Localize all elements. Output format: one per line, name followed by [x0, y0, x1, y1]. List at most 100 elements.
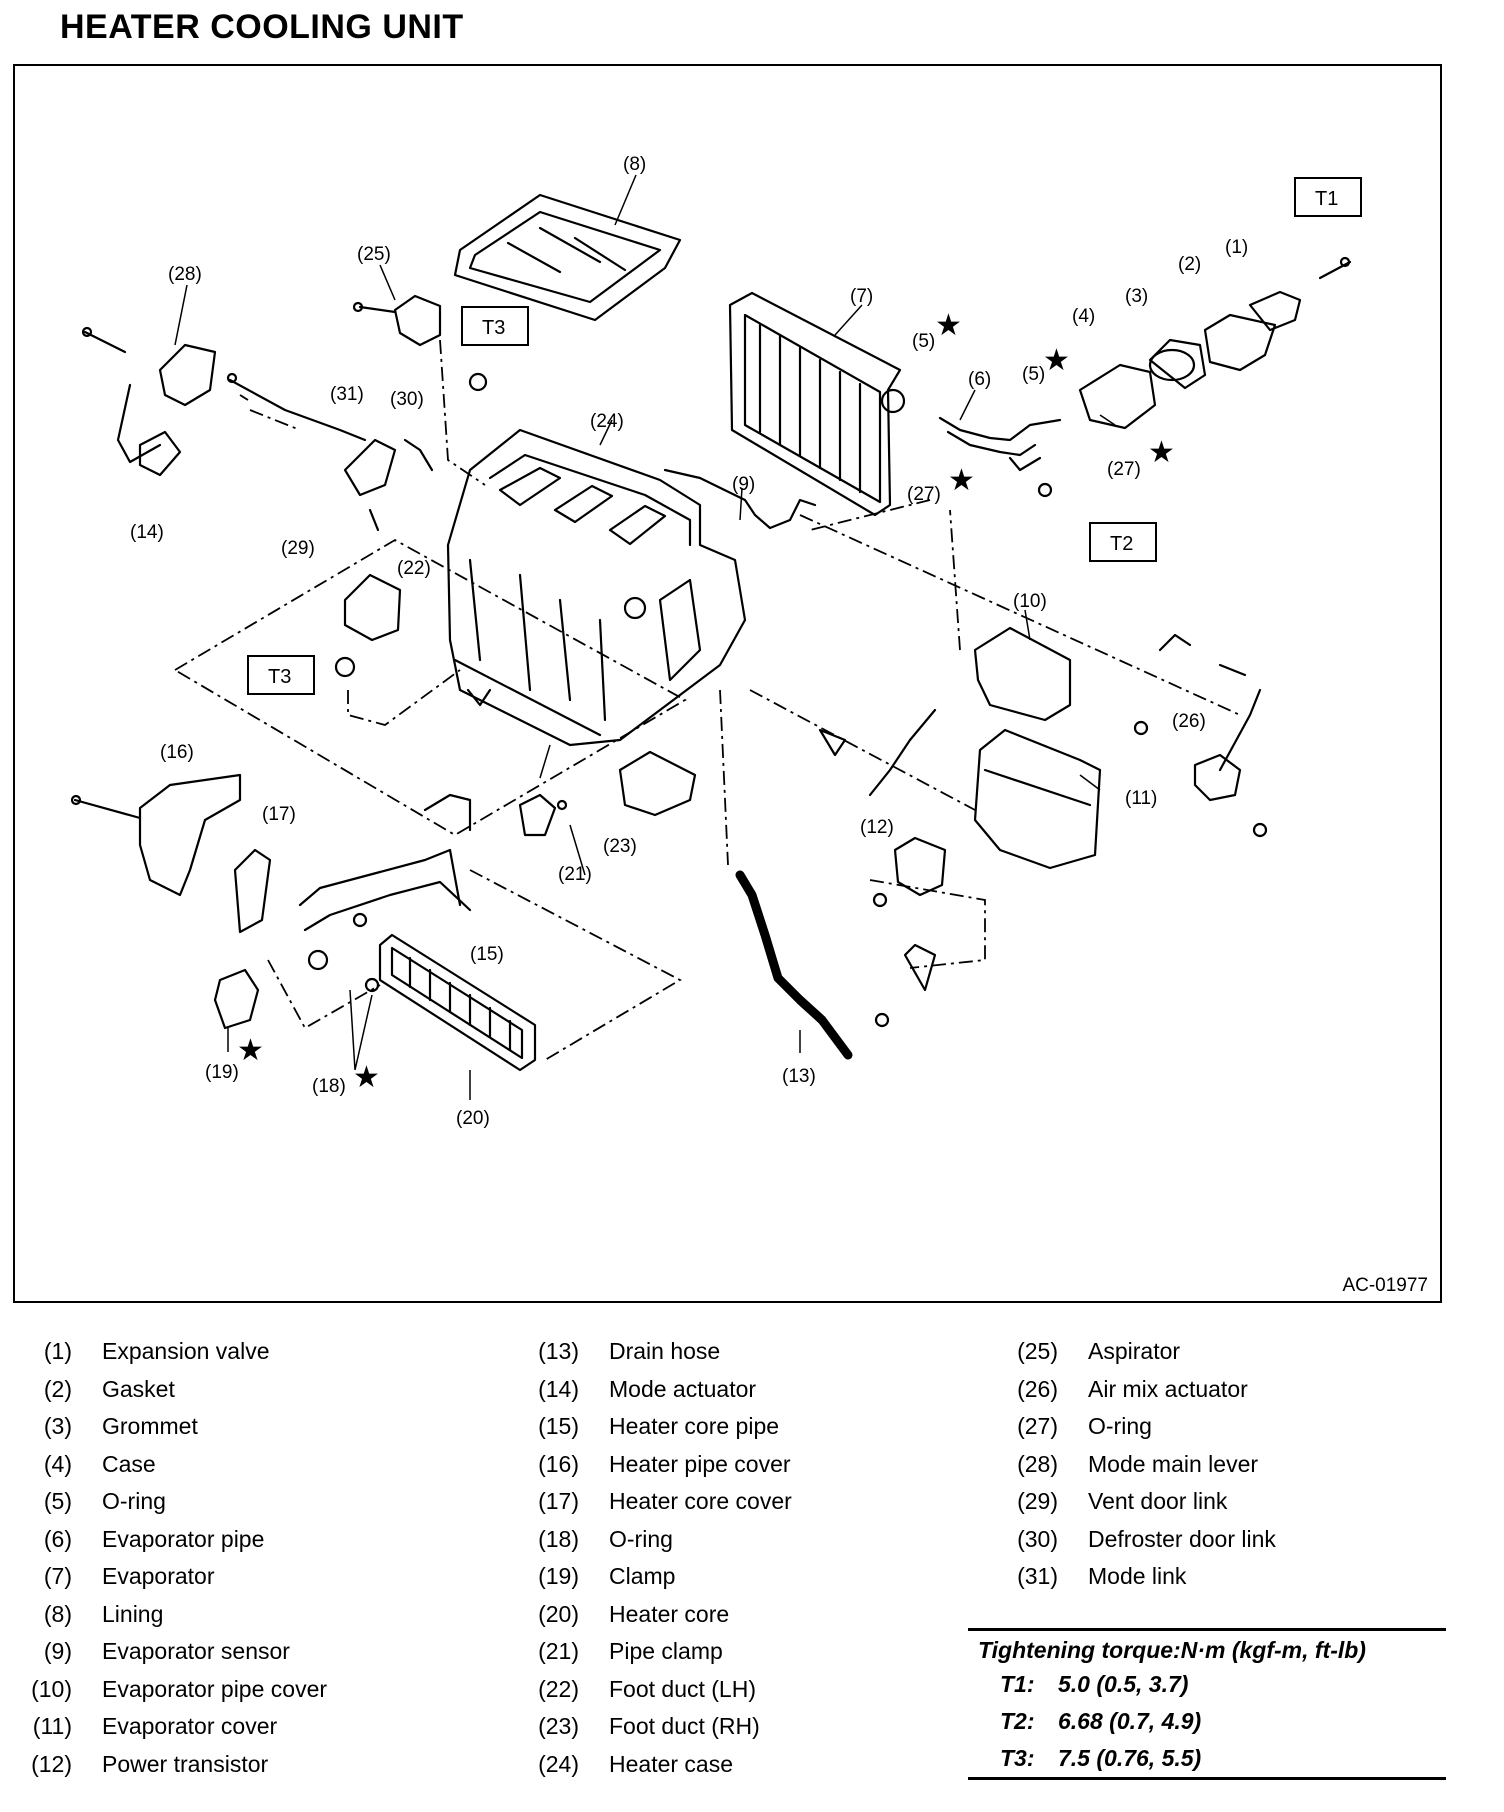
part-name: Mode link — [1088, 1563, 1187, 1590]
part-name: Heater core cover — [609, 1488, 792, 1515]
parts-list-item: (12)Power transistor — [28, 1746, 327, 1784]
part-name: Evaporator — [102, 1563, 215, 1590]
callout-5a: (5) — [912, 331, 935, 352]
mode-links-part — [228, 378, 434, 532]
part-name: Heater pipe cover — [609, 1450, 791, 1477]
part-number: (1) — [43, 1338, 72, 1365]
part-number: (6) — [43, 1525, 72, 1552]
part-name: Grommet — [102, 1413, 198, 1440]
torque-value: 5.0 (0.5, 3.7) — [1058, 1671, 1189, 1697]
callout-6: (6) — [968, 369, 991, 390]
callout-1: (1) — [1225, 237, 1248, 258]
star-marker-1: ★ — [935, 308, 962, 343]
part-name: O-ring — [1088, 1413, 1152, 1440]
callout-26: (26) — [1172, 711, 1206, 732]
foot-duct-rh-part — [618, 750, 697, 817]
aspirator-part — [358, 294, 442, 347]
part-number: (30) — [1017, 1525, 1058, 1552]
callout-30: (30) — [390, 389, 424, 410]
callout-22: (22) — [397, 558, 431, 579]
parts-list-item: (18)O-ring — [505, 1521, 792, 1559]
part-number: (27) — [1017, 1413, 1058, 1440]
callout-20: (20) — [456, 1108, 490, 1129]
part-name: Heater core pipe — [609, 1413, 780, 1440]
air-mix-actuator-part — [1158, 633, 1262, 802]
callout-7: (7) — [850, 286, 873, 307]
parts-list-item: (7) Evaporator — [28, 1558, 327, 1596]
part-name: Aspirator — [1088, 1338, 1181, 1365]
part-name: Clamp — [609, 1563, 676, 1590]
torque-tag-t2: T2 — [1089, 522, 1157, 562]
part-number: (10) — [31, 1675, 72, 1702]
part-number: (11) — [32, 1713, 72, 1740]
parts-list-item: (31) Mode link — [984, 1558, 1276, 1596]
parts-list-item: (30)Defroster door link — [984, 1521, 1276, 1559]
part-name: O-ring — [102, 1488, 166, 1515]
drain-hose-part — [735, 870, 853, 1060]
torque-tag-t1: T1 — [1294, 177, 1362, 217]
part-name: Evaporator cover — [102, 1713, 278, 1740]
part-number: (26) — [1017, 1375, 1058, 1402]
parts-list-column-1: (1)Expansion valve(2)Gasket(3)Grommet(4)… — [28, 1333, 327, 1783]
star-marker-2: ★ — [1043, 343, 1070, 378]
parts-list-item: (11) Evaporator cover — [28, 1708, 327, 1746]
pipe-clamp-part — [518, 793, 557, 837]
callout-25: (25) — [357, 244, 391, 265]
star-marker-3: ★ — [1148, 435, 1175, 470]
torque-value: 6.68 (0.7, 4.9) — [1058, 1708, 1202, 1734]
part-name: Evaporator pipe — [102, 1525, 265, 1552]
callout-23: (23) — [603, 836, 637, 857]
part-number: (15) — [538, 1413, 579, 1440]
parts-list-item: (15) Heater core pipe — [505, 1408, 792, 1446]
callout-3: (3) — [1125, 286, 1148, 307]
evaporator-sensor-wire — [663, 468, 817, 530]
part-number: (7) — [43, 1563, 72, 1590]
callout-28: (28) — [168, 264, 202, 285]
part-name: Mode main lever — [1088, 1450, 1259, 1477]
callout-17: (17) — [262, 804, 296, 825]
parts-list-item: (22)Foot duct (LH) — [505, 1671, 792, 1709]
power-transistor-part — [893, 836, 947, 992]
parts-list-item: (28)Mode main lever — [984, 1446, 1276, 1484]
part-name: Mode actuator — [609, 1375, 757, 1402]
torque-row-t3: T3: 7.5 (0.76, 5.5) — [968, 1740, 1446, 1777]
callout-9: (9) — [732, 474, 755, 495]
svg-text:T2: T2 — [1110, 533, 1133, 555]
leader-lines — [174, 174, 1116, 1100]
evaporator-link-wire — [868, 708, 937, 797]
clamp-part — [213, 968, 260, 1030]
callout-21: (21) — [558, 864, 592, 885]
part-number: (16) — [538, 1450, 579, 1477]
svg-text:T3: T3 — [268, 666, 291, 688]
parts-list-item: (26)Air mix actuator — [984, 1371, 1276, 1409]
heater-pipe-cover-part — [73, 773, 272, 934]
parts-list-item: (10)Evaporator pipe cover — [28, 1671, 327, 1709]
mode-main-lever-part — [83, 330, 217, 477]
callout-27b: (27) — [1107, 459, 1141, 480]
parts-list-item: (14)Mode actuator — [505, 1371, 792, 1409]
parts-list-column-3: (25)Aspirator(26)Air mix actuator(27)O-r… — [984, 1333, 1276, 1596]
callout-2: (2) — [1178, 254, 1201, 275]
heater-core-pipe-part — [298, 793, 472, 971]
parts-list-item: (8) Lining — [28, 1596, 327, 1634]
svg-text:T3: T3 — [482, 317, 505, 339]
torque-row-t1: T1: 5.0 (0.5, 3.7) — [968, 1666, 1446, 1703]
callout-11: (11) — [1125, 788, 1157, 809]
o-ring-18b — [364, 977, 380, 993]
parts-list-item: (9)Evaporator sensor — [28, 1633, 327, 1671]
part-name: Lining — [102, 1600, 164, 1627]
part-name: Evaporator sensor — [102, 1638, 290, 1665]
part-number: (8) — [43, 1600, 72, 1627]
callout-4: (4) — [1072, 306, 1095, 327]
callout-18: (18) — [312, 1076, 346, 1097]
expansion-valve-stack — [1078, 260, 1352, 430]
parts-list-item: (24)Heater case — [505, 1746, 792, 1784]
evaporator-pipe-part — [938, 416, 1062, 472]
part-name: Heater case — [609, 1750, 734, 1777]
callout-13: (13) — [782, 1066, 816, 1087]
part-number: (31) — [1017, 1563, 1058, 1590]
torque-key: T3: — [1000, 1745, 1035, 1771]
callout-15: (15) — [470, 944, 504, 965]
part-name: Expansion valve — [102, 1338, 270, 1365]
parts-list-item: (23)Foot duct (RH) — [505, 1708, 792, 1746]
